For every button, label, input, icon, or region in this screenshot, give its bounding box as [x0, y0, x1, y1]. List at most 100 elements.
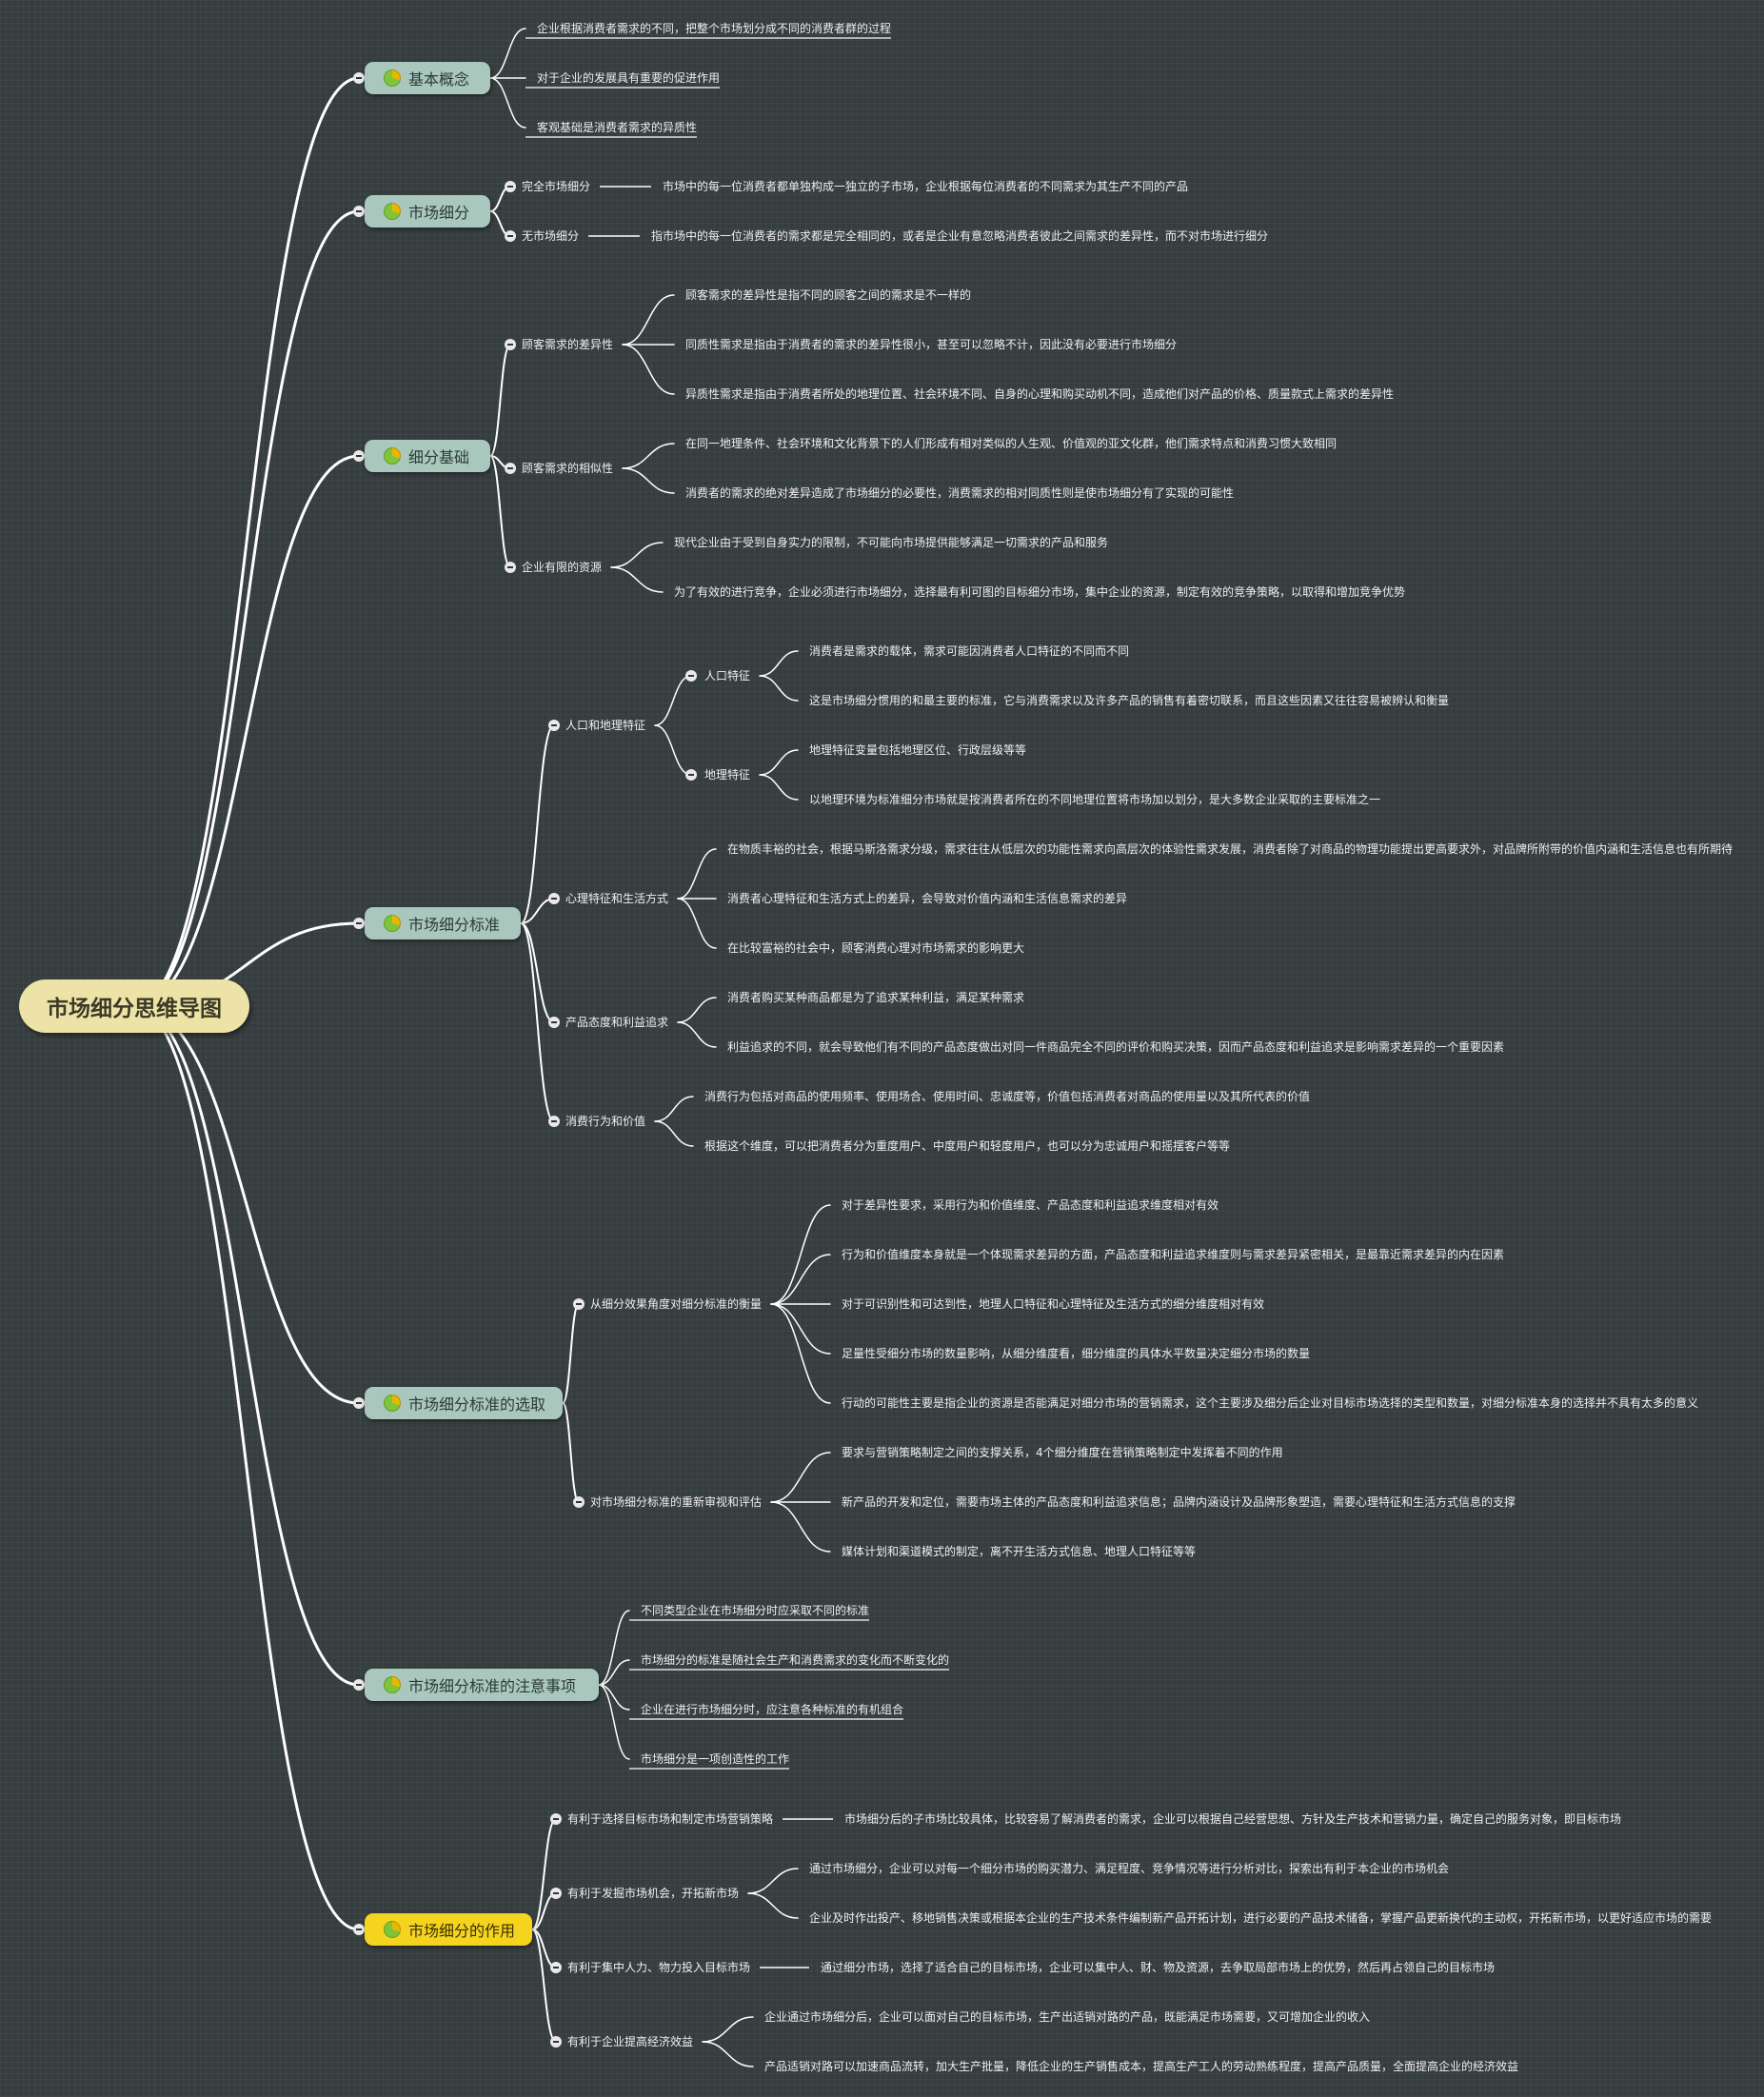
branch-node[interactable]: 市场细分标准的选取 [365, 1387, 563, 1419]
leaf-item: 现代企业由于受到自身实力的限制，不可能向市场提供能够满足一切需求的产品和服务 [674, 536, 1109, 549]
group-node[interactable]: 从细分效果角度对细分标准的衡量 [590, 1297, 763, 1311]
root-node[interactable]: 市场细分思维导图 [19, 979, 249, 1033]
leaf-item: 行为和价值维度本身就是一个体现需求差异的方面，产品态度和利益追求维度则与需求差异… [842, 1248, 1505, 1261]
connector-line [770, 1501, 831, 1553]
root-title: 市场细分思维导图 [47, 997, 222, 1021]
branch-node[interactable]: 细分基础 [365, 440, 490, 472]
branch-node[interactable]: 市场细分 [365, 195, 490, 228]
branch-node[interactable]: 市场细分标准的注意事项 [365, 1669, 599, 1701]
connector-line [598, 1610, 630, 1686]
leaf-item: 指市场中的每一位消费者的需求都是完全相同的，或者是企业有意忽略消费者彼此之间需求… [651, 229, 1269, 243]
group-node[interactable]: 顾客需求的相似性 [522, 462, 614, 475]
connector-line [747, 1892, 799, 1919]
connector-line [654, 1120, 694, 1147]
collapse-toggle[interactable] [548, 720, 560, 731]
branch-label: 市场细分 [408, 204, 470, 222]
connector-line [132, 1004, 361, 1687]
connector-line [654, 1096, 694, 1122]
connector-line [622, 344, 675, 395]
connector-line [770, 1254, 831, 1305]
group-node[interactable]: 顾客需求的差异性 [522, 338, 614, 351]
connector-line [702, 2041, 754, 2067]
branch-label: 市场细分的作用 [408, 1922, 516, 1940]
leaf-item: 足量性受细分市场的数量影响，从细分维度看，细分维度的具体水平数量决定细分市场的数… [842, 1347, 1311, 1360]
connector-line [677, 997, 717, 1023]
leaf-item: 利益追求的不同，就会导致他们有不同的产品态度做出对同一件商品完全不同的评价和购买… [727, 1040, 1505, 1054]
leaf-item: 市场中的每一位消费者都单独构成一独立的子市场，企业根据每位消费者的不同需求为其生… [663, 180, 1189, 193]
collapse-toggle[interactable] [685, 769, 697, 781]
collapse-toggle[interactable] [353, 206, 365, 217]
group-node[interactable]: 无市场细分 [522, 229, 580, 243]
collapse-toggle[interactable] [353, 1679, 365, 1691]
leaf-item: 客观基础是消费者需求的异质性 [537, 121, 698, 134]
collapse-toggle[interactable] [550, 1962, 562, 1973]
connector-line [654, 724, 692, 776]
connector-line [759, 774, 799, 801]
branch-label: 细分基础 [408, 448, 470, 466]
group-node[interactable]: 产品态度和利益追求 [565, 1016, 669, 1029]
collapse-toggle[interactable] [550, 1813, 562, 1825]
collapse-toggle[interactable] [505, 463, 516, 474]
pie-chart-icon [384, 69, 401, 87]
collapse-toggle[interactable] [550, 1888, 562, 1899]
branch-node[interactable]: 市场细分的作用 [365, 1913, 532, 1946]
collapse-toggle[interactable] [505, 230, 516, 242]
leaf-item: 以地理环境为标准细分市场就是按消费者所在的不同地理位置将市场加以划分，是大多数企… [809, 793, 1381, 806]
branch-label: 基本概念 [408, 70, 470, 89]
connector-line [610, 566, 664, 593]
collapse-toggle[interactable] [353, 918, 365, 929]
group-node[interactable]: 有利于选择目标市场和制定市场营销策略 [567, 1812, 774, 1826]
group-node[interactable]: 有利于企业提高经济效益 [567, 2035, 694, 2048]
group-node[interactable]: 对市场细分标准的重新审视和评估 [590, 1495, 763, 1509]
branch-node[interactable]: 基本概念 [365, 62, 490, 94]
leaf-item: 为了有效的进行竞争，企业必须进行市场细分，选择最有利可图的目标细分市场，集中企业… [674, 585, 1406, 599]
leaf-item: 在比较富裕的社会中，顾客消费心理对市场需求的影响更大 [727, 941, 1025, 955]
connector-line [770, 1303, 831, 1404]
branch-node[interactable]: 市场细分标准 [365, 907, 521, 940]
collapse-toggle[interactable] [505, 181, 516, 192]
connector-line [759, 675, 799, 702]
collapse-toggle[interactable] [548, 893, 560, 904]
connector-line [132, 454, 361, 1008]
leaf-item: 不同类型企业在市场细分时应采取不同的标准 [641, 1604, 870, 1617]
leaf-item: 企业通过市场细分后，企业可以面对自己的目标市场，生产出适销对路的产品，既能满足市… [764, 2010, 1371, 2024]
collapse-toggle[interactable] [573, 1298, 585, 1310]
leaf-item: 同质性需求是指由于消费者的需求的差异性很小，甚至可以忽略不计，因此没有必要进行市… [685, 338, 1178, 351]
collapse-toggle[interactable] [573, 1496, 585, 1508]
leaf-item: 对于差异性要求，采用行为和价值维度、产品态度和利益追求维度相对有效 [842, 1198, 1219, 1212]
group-node[interactable]: 有利于发掘市场机会，开拓新市场 [567, 1887, 740, 1900]
connector-line [598, 1659, 630, 1686]
subgroup-node[interactable]: 地理特征 [704, 768, 751, 781]
collapse-toggle[interactable] [548, 1116, 560, 1127]
leaf-item: 企业根据消费者需求的不同，把整个市场划分成不同的消费者群的过程 [537, 22, 892, 35]
group-node[interactable]: 有利于集中人力、物力投入目标市场 [567, 1961, 751, 1974]
group-node[interactable]: 企业有限的资源 [522, 561, 603, 574]
collapse-toggle[interactable] [353, 1397, 365, 1409]
group-node[interactable]: 完全市场细分 [522, 180, 591, 193]
leaf-item: 地理特征变量包括地理区位、行政层级等等 [809, 743, 1027, 757]
leaf-item: 异质性需求是指由于消费者所处的地理位置、社会环境不同、自身的心理和购买动机不同，… [685, 387, 1395, 401]
collapse-toggle[interactable] [353, 1924, 365, 1935]
leaf-item: 消费行为包括对商品的使用频率、使用场合、使用时间、忠诚度等，价值包括消费者对商品… [704, 1090, 1311, 1103]
collapse-toggle[interactable] [505, 339, 516, 350]
group-node[interactable]: 心理特征和生活方式 [565, 892, 669, 905]
collapse-toggle[interactable] [353, 450, 365, 462]
collapse-toggle[interactable] [685, 670, 697, 682]
connector-line [520, 724, 555, 924]
group-node[interactable]: 消费行为和价值 [565, 1115, 646, 1128]
collapse-toggle[interactable] [353, 72, 365, 84]
connector-line [489, 28, 526, 79]
group-node[interactable]: 人口和地理特征 [565, 719, 646, 732]
subgroup-node[interactable]: 人口特征 [704, 669, 751, 683]
connector-line [759, 749, 799, 776]
connector-line [654, 675, 692, 726]
collapse-toggle[interactable] [548, 1017, 560, 1028]
leaf-item: 对于可识别性和可达到性，地理人口特征和心理特征及生活方式的细分维度相对有效 [842, 1297, 1265, 1311]
leaf-item: 产品适销对路可以加速商品流转，加大生产批量，降低企业的生产销售成本，提高生产工人… [764, 2060, 1519, 2073]
collapse-toggle[interactable] [550, 2036, 562, 2048]
collapse-toggle[interactable] [505, 562, 516, 573]
pie-chart-icon [384, 915, 401, 932]
leaf-item: 市场细分后的子市场比较具体，比较容易了解消费者的需求，企业可以根据自己经营思想、… [844, 1812, 1622, 1826]
connector-line [489, 77, 526, 129]
